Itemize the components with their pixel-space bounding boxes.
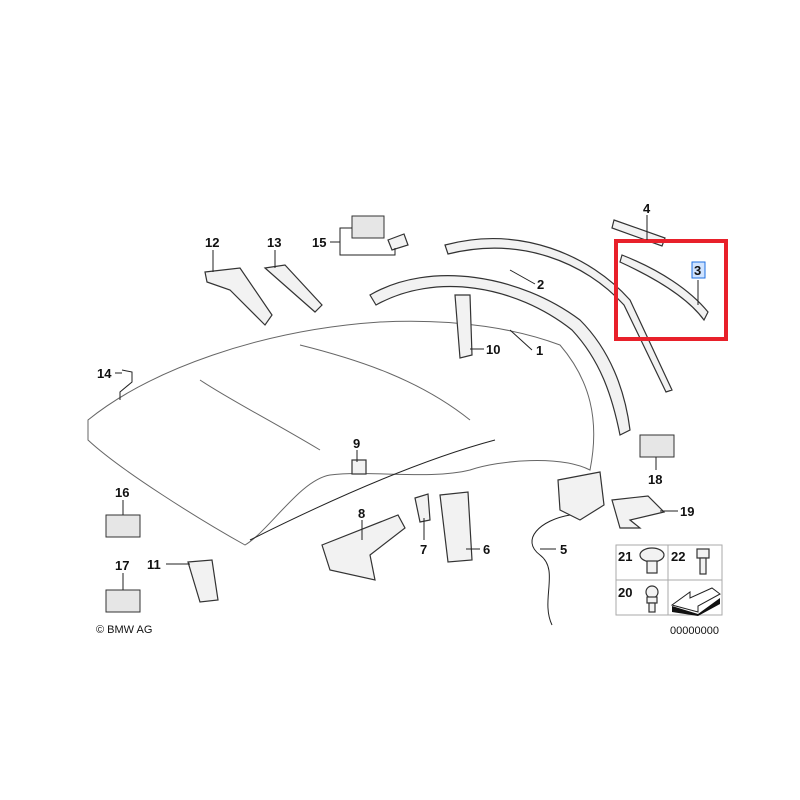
- part-21-icon: [639, 547, 665, 563]
- part-7-bolt: [414, 493, 431, 523]
- label-part-19: 19: [680, 504, 694, 519]
- label-part-13: 13: [267, 235, 281, 250]
- label-part-6: 6: [483, 542, 490, 557]
- part-20-icon: [645, 585, 659, 599]
- label-part-4: 4: [643, 201, 651, 216]
- reference-number: 00000000: [670, 625, 719, 637]
- part-1-frame: [369, 275, 631, 436]
- label-part-2: 2: [537, 277, 544, 292]
- part-8-bracket: [321, 514, 406, 581]
- label-part-7: 7: [420, 542, 427, 557]
- small-parts-grid: [615, 544, 723, 616]
- part-18-box: [639, 434, 675, 458]
- label-part-12: 12: [205, 235, 219, 250]
- label-part-14: 14: [97, 366, 112, 381]
- part-3-highlight-box: [614, 239, 728, 341]
- label-part-11: 11: [147, 557, 161, 572]
- label-part-16: 16: [115, 485, 129, 500]
- part-5-cable: [531, 514, 571, 626]
- part-9-clip: [351, 459, 367, 475]
- part-13-trim: [263, 264, 323, 313]
- part-22-icon: [696, 548, 710, 559]
- part-2-frame: [444, 238, 673, 393]
- leader-lines: [115, 215, 699, 590]
- part-12-bracket: [204, 267, 273, 326]
- label-part-8: 8: [358, 506, 365, 521]
- part-3-seal: [619, 254, 709, 322]
- copyright-text: © BMW AG: [96, 624, 152, 636]
- label-part-3[interactable]: 3: [694, 263, 701, 278]
- part-15-box: [351, 215, 385, 239]
- part-10-bracket: [454, 294, 473, 359]
- part-9-cable: [249, 439, 496, 541]
- label-part-21: 21: [618, 549, 632, 564]
- part-19-plate: [611, 495, 666, 529]
- label-part-9: 9: [353, 436, 360, 451]
- part-5-lock: [557, 471, 605, 521]
- label-part-15: 15: [312, 235, 326, 250]
- roof-seam-1: [199, 379, 321, 451]
- roof-seam-2: [299, 344, 471, 421]
- part-11-bracket: [187, 559, 219, 603]
- label-part-20: 20: [618, 585, 632, 600]
- part-6-hinge: [439, 491, 473, 563]
- label-part-22: 22: [671, 549, 685, 564]
- label-part-1: 1: [536, 343, 543, 358]
- part-15-clip: [387, 233, 409, 251]
- label-part-18: 18: [648, 472, 662, 487]
- label-part-5: 5: [560, 542, 567, 557]
- part-17-box: [105, 589, 141, 613]
- part-14-rod: [119, 369, 133, 400]
- arrow-icon: [670, 587, 721, 613]
- label-part-17: 17: [115, 558, 129, 573]
- roof-outline: [87, 320, 595, 546]
- part-16-box: [105, 514, 141, 538]
- label-part-3-selection: [691, 261, 706, 279]
- label-part-10: 10: [486, 342, 500, 357]
